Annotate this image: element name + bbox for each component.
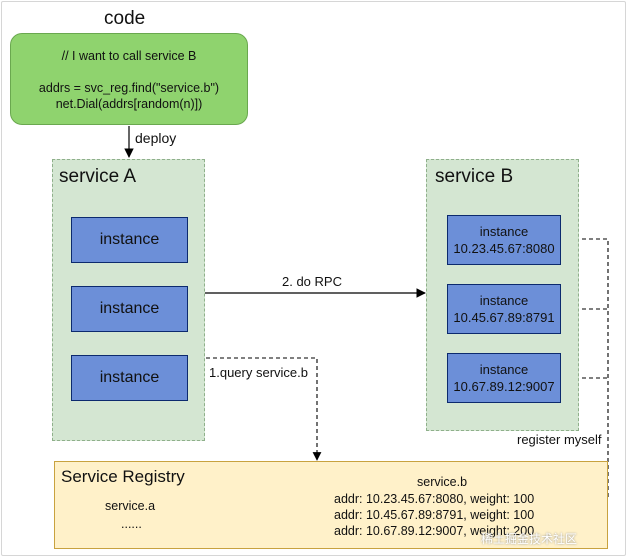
instance-label: instance bbox=[479, 362, 529, 377]
registry-title: Service Registry bbox=[61, 467, 185, 486]
query-label: 1.query service.b bbox=[209, 365, 308, 380]
rpc-label: 2. do RPC bbox=[282, 274, 342, 289]
deploy-label: deploy bbox=[135, 130, 177, 146]
register-label: register myself bbox=[517, 432, 602, 447]
service-a-instance: instance bbox=[71, 286, 188, 332]
watermark-text: 稀土掘金技术社区 bbox=[481, 532, 578, 546]
code-comment-line: // I want to call service B bbox=[61, 49, 197, 63]
service-registry-box: Service Registry service.a ...... servic… bbox=[54, 461, 608, 549]
service-b-instance: instance 10.23.45.67:8080 bbox=[447, 215, 561, 265]
code-find-line: addrs = svc_reg.find("service.b") bbox=[38, 81, 220, 95]
registry-entry: addr: 10.45.67.89:8791, weight: 100 bbox=[334, 508, 535, 522]
code-dial-line: net.Dial(addrs[random(n)]) bbox=[55, 97, 203, 111]
registry-service-a: service.a bbox=[105, 499, 156, 513]
registry-service-b: service.b bbox=[417, 475, 468, 489]
service-b-group: service B instance 10.23.45.67:8080 inst… bbox=[426, 159, 579, 431]
service-a-instance: instance bbox=[71, 217, 188, 263]
instance-address: 10.45.67.89:8791 bbox=[453, 310, 555, 325]
code-title: code bbox=[104, 8, 146, 29]
instance-address: 10.23.45.67:8080 bbox=[453, 241, 555, 256]
registry-entry: addr: 10.23.45.67:8080, weight: 100 bbox=[334, 492, 535, 506]
instance-label: instance bbox=[479, 224, 529, 239]
service-b-instance: instance 10.67.89.12:9007 bbox=[447, 353, 561, 403]
service-a-instance: instance bbox=[71, 355, 188, 401]
registry-service-a-more: ...... bbox=[121, 517, 142, 531]
instance-address: 10.67.89.12:9007 bbox=[453, 379, 555, 394]
query-arrow bbox=[206, 357, 322, 461]
service-b-instance: instance 10.45.67.89:8791 bbox=[447, 284, 561, 334]
code-box: // I want to call service B addrs = svc_… bbox=[10, 33, 248, 125]
registry-entry: addr: 10.67.89.12:9007, weight: 200 bbox=[334, 524, 535, 538]
service-a-group: service A instance instance instance bbox=[52, 159, 205, 441]
service-b-title: service B bbox=[435, 166, 514, 187]
instance-label: instance bbox=[479, 293, 529, 308]
service-a-title: service A bbox=[59, 166, 137, 187]
